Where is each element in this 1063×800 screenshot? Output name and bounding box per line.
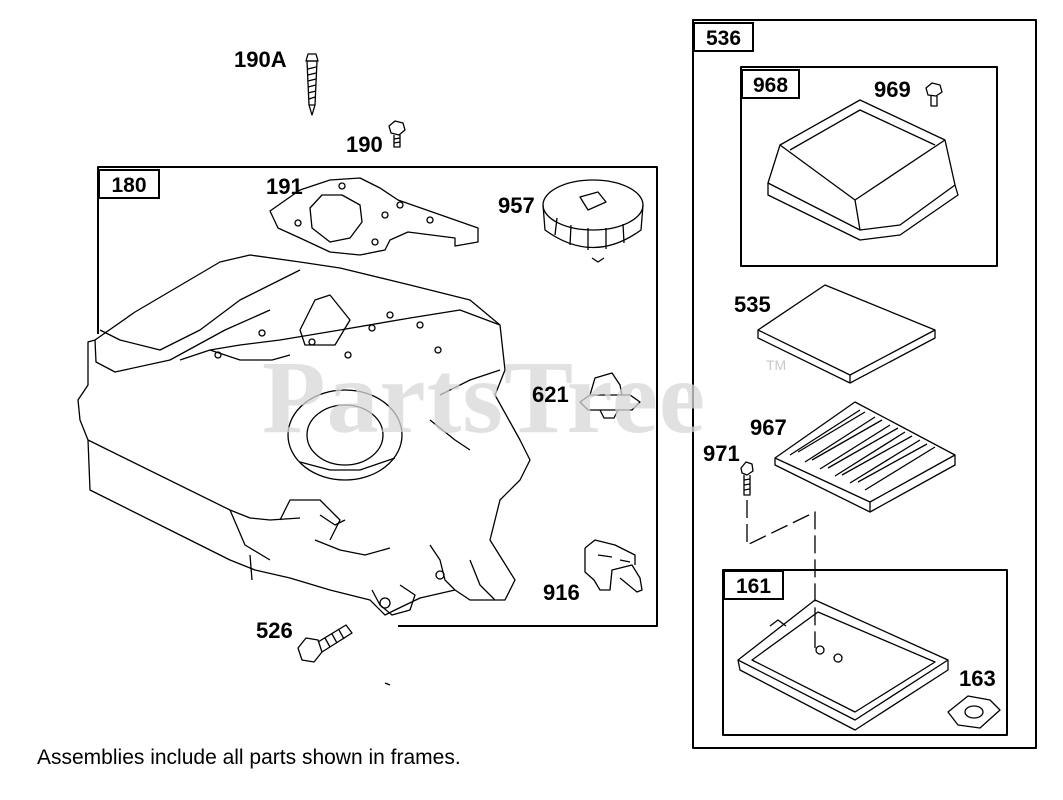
frame-label-968: 968 bbox=[741, 69, 800, 99]
part-label-621: 621 bbox=[532, 382, 569, 407]
part-label-916: 916 bbox=[543, 580, 580, 605]
frame-label-180: 180 bbox=[98, 169, 160, 199]
footer-note: Assemblies include all parts shown in fr… bbox=[37, 746, 461, 769]
part-label-967: 967 bbox=[750, 415, 787, 440]
watermark: PartsTree bbox=[262, 340, 707, 455]
part-label-535: 535 bbox=[734, 292, 771, 317]
part-label-190: 190 bbox=[346, 132, 383, 157]
part-label-969: 969 bbox=[874, 77, 911, 102]
frame-label-161: 161 bbox=[723, 570, 784, 600]
gasket-163 bbox=[947, 695, 1001, 729]
fuel-cap-957 bbox=[542, 179, 644, 263]
frame-label-536: 536 bbox=[693, 22, 754, 52]
frame-536-outline bbox=[692, 19, 1037, 749]
pre-cleaner-535 bbox=[757, 284, 936, 384]
clip-621 bbox=[579, 372, 641, 419]
fuel-tank-180 bbox=[77, 254, 531, 616]
cover-968 bbox=[767, 99, 959, 241]
part-label-957: 957 bbox=[498, 193, 535, 218]
filter-967 bbox=[774, 401, 956, 513]
part-label-191: 191 bbox=[266, 174, 303, 199]
trademark: TM bbox=[766, 357, 787, 373]
part-label-526: 526 bbox=[256, 618, 293, 643]
part-label-163: 163 bbox=[959, 666, 996, 691]
bracket-916 bbox=[584, 539, 643, 593]
screw-971 bbox=[740, 461, 754, 496]
frame-180-outline bbox=[97, 166, 658, 627]
bolt-190 bbox=[388, 120, 406, 148]
leader-971 bbox=[746, 500, 816, 648]
gasket-191 bbox=[269, 177, 479, 256]
base-161 bbox=[737, 599, 949, 731]
screw-969 bbox=[925, 82, 943, 107]
screw-190A bbox=[305, 53, 319, 116]
bolt-526 bbox=[297, 624, 391, 686]
frame-968-outline bbox=[740, 66, 998, 267]
part-label-190A: 190A bbox=[234, 47, 287, 72]
part-label-971: 971 bbox=[703, 441, 740, 466]
